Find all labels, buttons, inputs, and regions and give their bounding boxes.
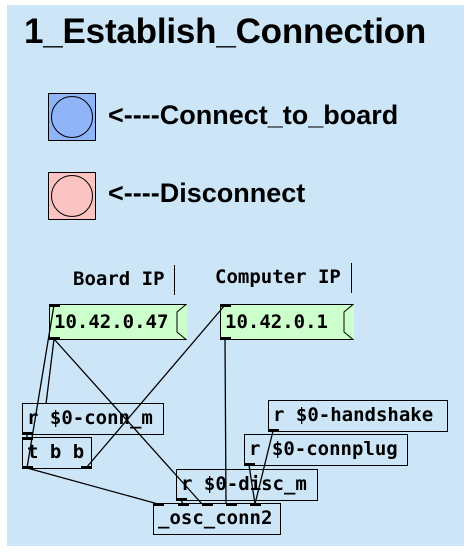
connect-bang-label: <----Connect_to_board	[108, 100, 399, 130]
receive-handshake-text: r $0-handshake	[273, 404, 434, 426]
computer-ip-message-text: 10.42.0.1	[225, 311, 328, 333]
receive-handshake-object[interactable]: r $0-handshake	[268, 400, 448, 432]
disconnect-bang-label: <----Disconnect	[108, 178, 306, 208]
receive-conn-m-outlet	[22, 432, 33, 435]
computer-ip-message-outlet	[220, 337, 231, 340]
trigger-outlet-right	[81, 466, 92, 469]
receive-disc-m-outlet	[176, 498, 187, 501]
trigger-object[interactable]: t b b	[22, 437, 92, 469]
osc-conn2-inlet-5	[250, 503, 261, 506]
receive-connplug-text: r $0-connplug	[249, 438, 398, 460]
trigger-text: t b b	[27, 441, 85, 463]
board-ip-message-text: 10.42.0.47	[54, 311, 169, 333]
computer-ip-comment-bar	[351, 263, 352, 293]
osc-conn2-inlet-1	[153, 503, 164, 506]
receive-connplug-outlet	[244, 463, 255, 466]
receive-handshake-outlet	[268, 429, 279, 432]
computer-ip-message[interactable]: 10.42.0.1	[220, 304, 354, 340]
board-ip-message-outlet	[49, 337, 60, 340]
connect-bang-button[interactable]	[48, 93, 96, 141]
receive-connplug-object[interactable]: r $0-connplug	[244, 434, 408, 466]
connect-bang-circle-icon	[51, 96, 93, 138]
board-ip-comment: Board IP	[73, 268, 165, 290]
osc-conn2-inlet-4	[226, 503, 237, 506]
board-ip-message[interactable]: 10.42.0.47	[49, 304, 187, 340]
receive-conn-m-object[interactable]: r $0-conn_m	[22, 403, 164, 435]
disconnect-bang-button[interactable]	[48, 172, 96, 220]
osc-conn2-text: _osc_conn2	[158, 507, 273, 529]
trigger-inlet	[22, 437, 33, 440]
board-ip-message-inlet	[49, 304, 60, 307]
osc-conn2-object[interactable]: _osc_conn2	[153, 503, 281, 535]
patch-title: 1_Establish_Connection	[24, 12, 427, 51]
receive-conn-m-text: r $0-conn_m	[27, 407, 153, 429]
computer-ip-message-inlet	[220, 304, 231, 307]
computer-ip-comment: Computer IP	[215, 266, 341, 288]
trigger-outlet-left	[22, 466, 33, 469]
osc-conn2-inlet-2	[178, 503, 189, 506]
board-ip-comment-bar	[174, 265, 175, 295]
receive-disc-m-text: r $0-disc_m	[181, 473, 307, 495]
receive-disc-m-object[interactable]: r $0-disc_m	[176, 469, 318, 501]
disconnect-bang-circle-icon	[51, 175, 93, 217]
osc-conn2-inlet-3	[202, 503, 213, 506]
